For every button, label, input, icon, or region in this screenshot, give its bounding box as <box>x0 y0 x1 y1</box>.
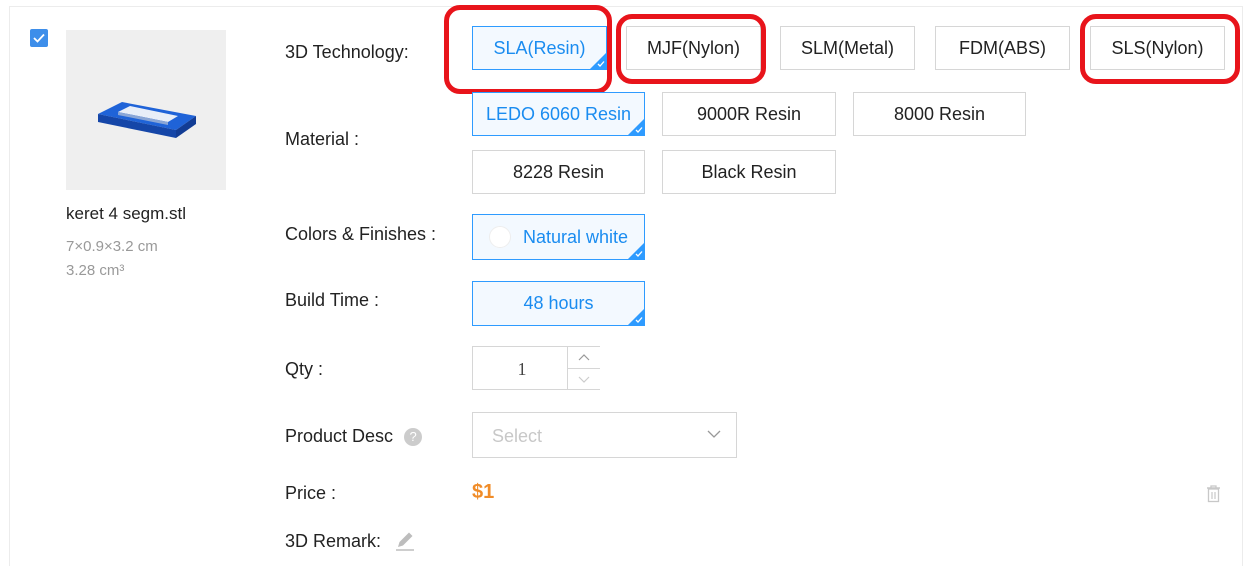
chevron-up-icon <box>578 354 590 361</box>
selected-corner-icon <box>628 309 644 325</box>
tech-option-label: SLA(Resin) <box>493 37 586 58</box>
build-time-option-label: 48 hours <box>523 293 594 313</box>
pencil-edit-icon[interactable] <box>394 529 416 551</box>
tech-option-label: SLS(Nylon) <box>1111 37 1204 58</box>
chevron-down-icon <box>707 430 721 438</box>
remark-label: 3D Remark: <box>285 529 416 552</box>
product-desc-label-text: Product Desc <box>285 426 394 446</box>
remark-label-text: 3D Remark: <box>285 531 382 551</box>
material-option-label: Black Resin <box>701 161 797 182</box>
qty-decrement-button[interactable] <box>567 369 600 389</box>
tech-option-slm[interactable]: SLM(Metal) <box>780 26 915 70</box>
file-dimensions: 7×0.9×3.2 cm <box>66 238 158 255</box>
product-desc-select[interactable]: Select <box>472 412 737 458</box>
material-option-8000[interactable]: 8000 Resin <box>853 92 1026 136</box>
file-name: keret 4 segm.stl <box>66 204 186 223</box>
material-option-label: 8228 Resin <box>512 161 605 182</box>
check-icon <box>635 317 643 323</box>
material-option-label: 9000R Resin <box>696 103 802 124</box>
check-icon <box>597 61 605 67</box>
price-label: Price : <box>285 483 337 503</box>
qty-increment-button[interactable] <box>567 347 600 369</box>
tech-option-sls[interactable]: SLS(Nylon) <box>1090 26 1225 70</box>
select-placeholder: Select <box>492 426 543 446</box>
product-desc-label: Product Desc ? <box>285 426 423 447</box>
material-option-ledo-6060[interactable]: LEDO 6060 Resin <box>472 92 645 136</box>
item-checkbox[interactable] <box>30 29 48 47</box>
model-thumbnail <box>66 30 226 190</box>
material-option-8228[interactable]: 8228 Resin <box>472 150 645 194</box>
colors-label: Colors & Finishes : <box>285 224 437 244</box>
tech-option-label: FDM(ABS) <box>959 37 1046 58</box>
tech-option-label: MJF(Nylon) <box>647 37 740 58</box>
tech-option-mjf[interactable]: MJF(Nylon) <box>626 26 761 70</box>
material-option-9000r[interactable]: 9000R Resin <box>662 92 836 136</box>
qty-label: Qty : <box>285 359 324 379</box>
tech-option-label: SLM(Metal) <box>800 37 894 58</box>
technology-label: 3D Technology: <box>285 42 409 62</box>
check-icon <box>635 251 643 257</box>
chevron-down-icon <box>578 376 590 383</box>
model-preview-image <box>98 102 196 138</box>
material-option-black[interactable]: Black Resin <box>662 150 836 194</box>
help-icon[interactable]: ? <box>404 428 423 446</box>
file-volume: 3.28 cm³ <box>66 262 125 279</box>
selected-corner-icon <box>590 53 606 69</box>
selected-corner-icon <box>628 243 644 259</box>
qty-stepper <box>472 346 600 391</box>
color-swatch-icon <box>488 226 511 248</box>
qty-input[interactable] <box>473 347 571 391</box>
checkmark-icon <box>33 33 45 43</box>
tech-option-fdm[interactable]: FDM(ABS) <box>935 26 1070 70</box>
material-option-label: LEDO 6060 Resin <box>485 103 632 124</box>
check-icon <box>635 127 643 133</box>
tech-option-sla[interactable]: SLA(Resin) <box>472 26 607 70</box>
build-time-label: Build Time : <box>285 290 380 310</box>
trash-icon[interactable] <box>1205 484 1222 503</box>
selected-corner-icon <box>628 119 644 135</box>
color-option-label: Natural white <box>522 226 629 247</box>
build-time-option-48h[interactable]: 48 hours <box>472 281 645 326</box>
price-value: $1 <box>472 481 495 503</box>
color-option-natural-white[interactable]: Natural white <box>472 214 645 260</box>
material-option-label: 8000 Resin <box>893 103 986 124</box>
material-label: Material : <box>285 129 360 149</box>
